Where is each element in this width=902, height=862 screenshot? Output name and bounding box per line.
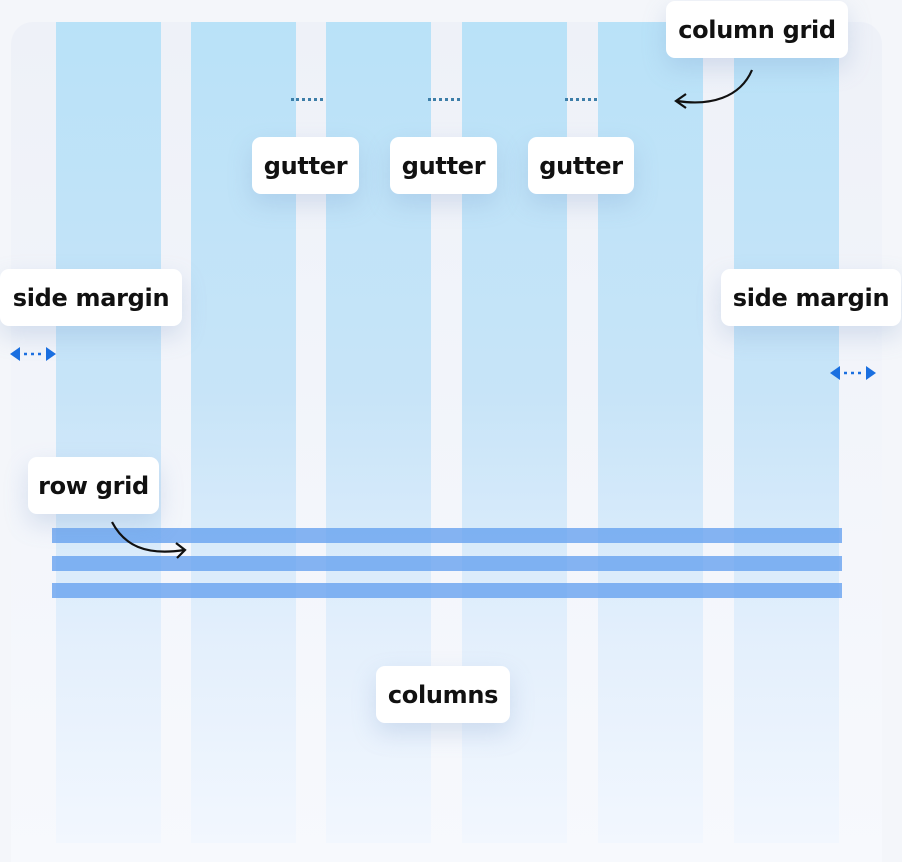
side-margin-left-label: side margin xyxy=(0,269,182,326)
column-grid-label: column grid xyxy=(666,1,848,58)
row-2 xyxy=(52,556,842,571)
gutter-indicator-1 xyxy=(291,98,323,101)
gutter-indicator-2 xyxy=(428,98,460,101)
double-arrow-left-icon xyxy=(10,347,56,361)
row-3 xyxy=(52,583,842,598)
column-1 xyxy=(56,22,161,843)
gutter-label-1: gutter xyxy=(252,137,359,194)
columns-label: columns xyxy=(376,666,510,723)
column-6 xyxy=(734,22,839,843)
gutter-label-2: gutter xyxy=(390,137,497,194)
side-margin-right-label: side margin xyxy=(721,269,901,326)
gutter-indicator-3 xyxy=(565,98,597,101)
row-grid-label: row grid xyxy=(28,457,159,514)
row-1 xyxy=(52,528,842,543)
gutter-label-3: gutter xyxy=(528,137,634,194)
curved-arrow-column-grid-icon xyxy=(111,69,754,559)
double-arrow-right-icon xyxy=(830,366,876,380)
